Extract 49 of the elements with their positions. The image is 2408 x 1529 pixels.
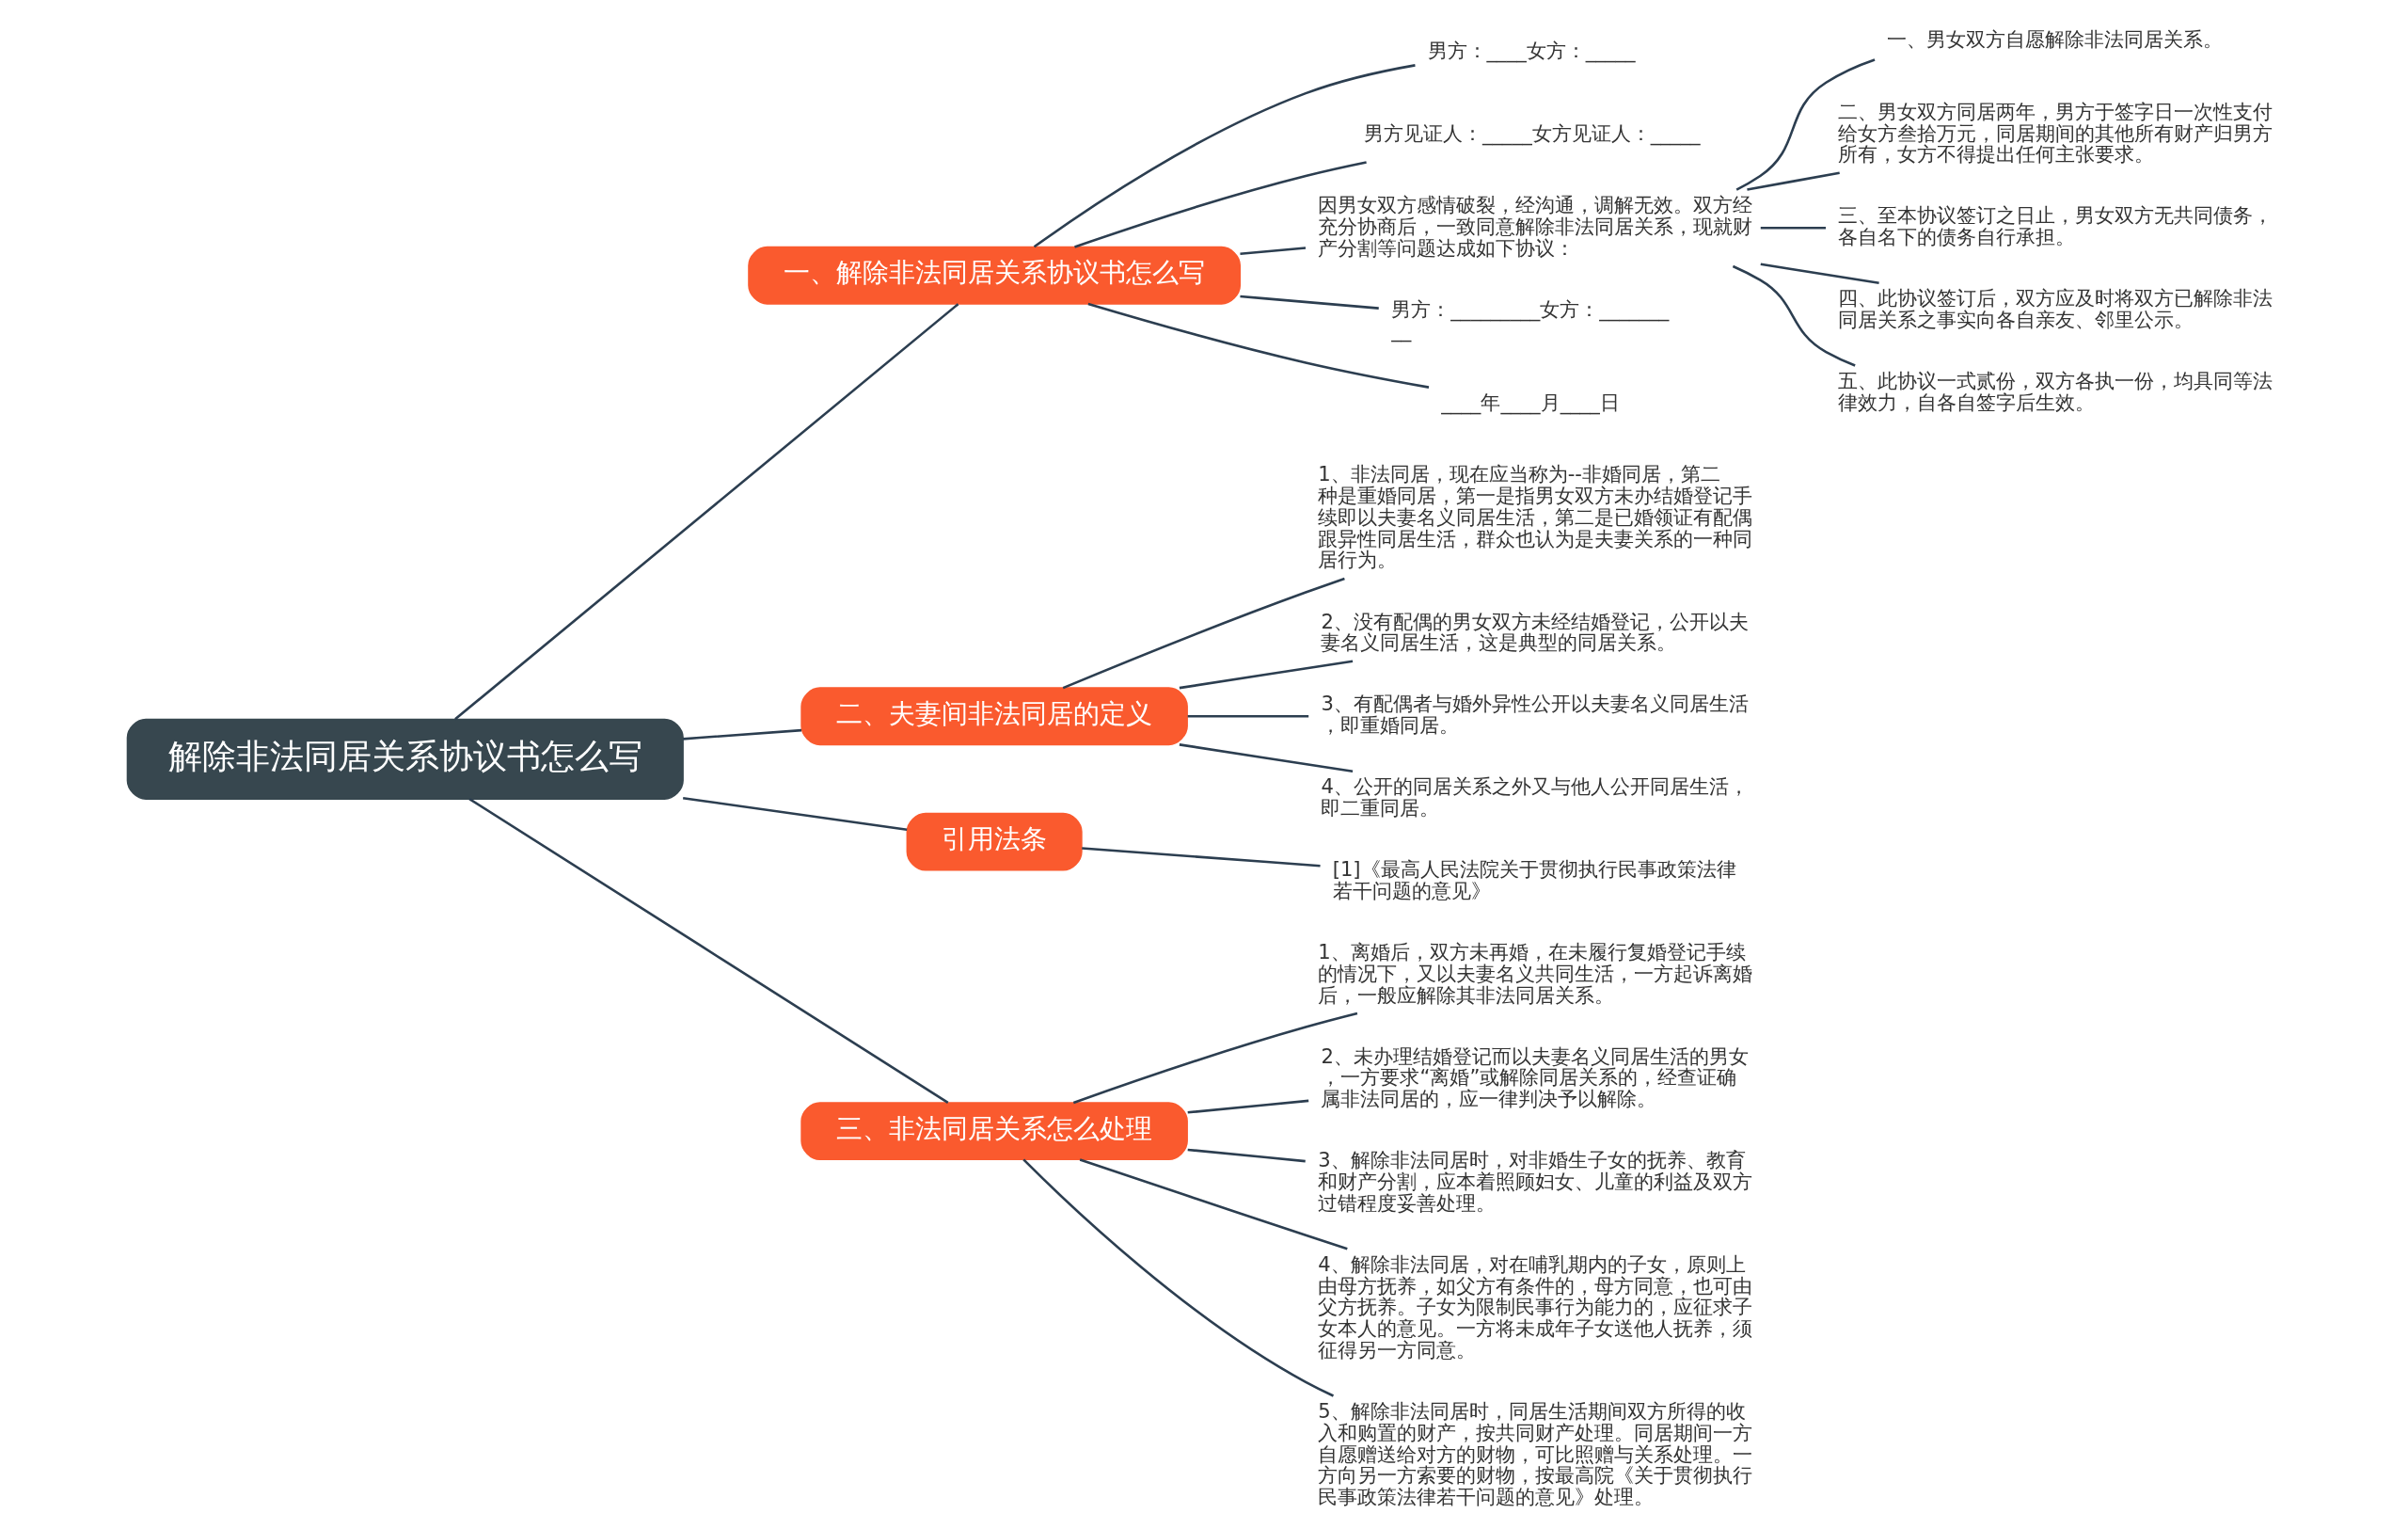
node-text: 5、解除非法同居时，同居生活期间双方所得的收入和购置的财产，按共同财产处理。同居期间一方自愿赠送给对方的财物，可比照赠与关系处理。一方向另一方索要的财物，按最高院《关于贯彻执行民事政策法律若干问题的意见》处理。 bbox=[1318, 1399, 1753, 1509]
node-text: 一、男女双方自愿解除非法同居关系。 bbox=[1887, 27, 2224, 52]
connector bbox=[1087, 302, 1430, 389]
connector bbox=[683, 728, 802, 741]
node-text: 二、男女双方同居两年，男方于签字日一次性支付给女方叁拾万元，同居期间的其他所有财产归男方所有，女方不得提出任何主张要求。 bbox=[1838, 99, 2273, 167]
node-text: 1、离婚后，双方未再婚，在未履行复婚登记手续的情况下，又以夫妻名义共同生活，一方起诉离婚后，一般应解除其非法同居关系。 bbox=[1318, 939, 1753, 1007]
node-text: 男方见证人：_____女方见证人：_____ bbox=[1364, 120, 1701, 145]
connector bbox=[1074, 161, 1367, 248]
node-box: 三、非法同居关系怎么处理 bbox=[800, 1102, 1188, 1161]
node-text: 男方：____女方：_____ bbox=[1427, 38, 1636, 62]
connector bbox=[1062, 577, 1345, 690]
connector bbox=[1079, 1158, 1348, 1250]
node-text: 3、有配偶者与婚外异性公开以夫妻名义同居生活，即重婚同居。 bbox=[1321, 692, 1749, 738]
node-text: 2、没有配偶的男女双方未经结婚登记，公开以夫妻名义同居生活，这是典型的同居关系。 bbox=[1321, 609, 1749, 655]
connector bbox=[1072, 1011, 1358, 1105]
node-text: 四、此协议签订后，双方应及时将双方已解除非法同居关系之事实向各自亲友、邻里公示。 bbox=[1838, 286, 2273, 332]
node-text: 男方：_________女方：_________ bbox=[1391, 296, 1670, 342]
connector bbox=[1735, 58, 1876, 191]
connector bbox=[1033, 64, 1416, 248]
connector bbox=[1187, 1099, 1309, 1114]
connector bbox=[1082, 847, 1321, 868]
connector bbox=[1732, 264, 1856, 367]
node-text: 因男女双方感情破裂，经沟通，调解无效。双方经充分协商后，一致同意解除非法同居关系，现就财产分割等问题达成如下协议： bbox=[1318, 193, 1753, 260]
connector bbox=[1022, 1158, 1335, 1397]
connector bbox=[454, 303, 959, 721]
connector bbox=[1179, 660, 1354, 690]
node-text: 4、公开的同居关系之外又与他人公开同居生活，即二重同居。 bbox=[1321, 774, 1749, 820]
connector bbox=[1747, 171, 1840, 191]
connector bbox=[1179, 743, 1354, 773]
node-box: 一、解除非法同居关系协议书怎么写 bbox=[748, 246, 1242, 305]
connector bbox=[1760, 227, 1827, 230]
connector bbox=[1187, 1148, 1306, 1163]
connector bbox=[468, 798, 949, 1104]
node-text: ____年____月____日 bbox=[1441, 390, 1620, 414]
node-box: 解除非法同居关系协议书怎么写 bbox=[126, 718, 684, 800]
node-text: 3、解除非法同居时，对非婚生子女的抚养、教育和财产分割，应本着照顾妇女、儿童的利益及双方过错程度妥善处理。 bbox=[1318, 1148, 1753, 1215]
node-text: 1、非法同居，现在应当称为--非婚同居，第二种是重婚同居，第一是指男女双方未办结婚登记手续即以夫妻名义同居生活，第二是已婚领证有配偶跟异性同居生活，群众也认为是夫妻关系的一种同居行为。 bbox=[1318, 462, 1753, 572]
connector bbox=[1240, 247, 1307, 255]
node-text: [1]《最高人民法院关于贯彻执行民事政策法律若干问题的意见》 bbox=[1332, 857, 1736, 902]
node-text: 2、未办理结婚登记而以夫妻名义同居生活的男女，一方要求“离婚”或解除同居关系的，经查证确属非法同居的，应一律判决予以解除。 bbox=[1321, 1043, 1749, 1111]
node-box: 引用法条 bbox=[906, 812, 1083, 871]
node-text: 三、至本协议签订之日止，男女双方无共同债务，各自名下的债务自行承担。 bbox=[1838, 203, 2273, 249]
connector bbox=[1187, 714, 1309, 718]
node-text: 五、此协议一式贰份，双方各执一份，均具同等法律效力，自各自签字后生效。 bbox=[1838, 369, 2273, 414]
connector bbox=[1760, 263, 1879, 285]
connector bbox=[1240, 295, 1379, 310]
node-text: 4、解除非法同居，对在哺乳期内的子女，原则上由母方抚养，如父方有条件的，母方同意，也可由父方抚养。子女为限制民事行为能力的，应征求子女本人的意见。一方将未成年子女送他人抚养，须征得另一方同意。 bbox=[1318, 1251, 1753, 1362]
node-box: 二、夫妻间非法同居的定义 bbox=[800, 687, 1188, 746]
connector bbox=[683, 796, 908, 832]
